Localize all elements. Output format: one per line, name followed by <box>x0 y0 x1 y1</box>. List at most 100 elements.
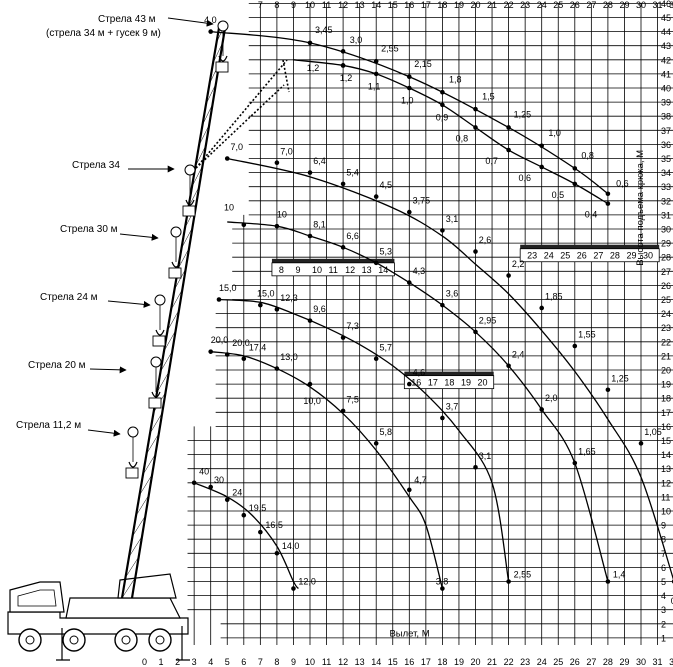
load-point <box>307 381 313 387</box>
point-labels: 4,03,453,02,552,151,81,51,251,00,80,61,2… <box>199 15 673 606</box>
crane-part <box>117 573 177 599</box>
y-tick: 40 <box>661 84 671 94</box>
crane-part <box>128 536 143 557</box>
boom-label: Стрела 20 м <box>28 360 86 371</box>
strip-label: 14 <box>378 265 388 275</box>
load-point-label: 16,5 <box>265 520 283 530</box>
hook-load-box <box>148 397 162 409</box>
load-point-label: 1,55 <box>578 330 596 340</box>
load-point <box>440 302 445 308</box>
load-point-label: 1,4 <box>613 569 626 579</box>
y-tick: 13 <box>661 464 671 474</box>
load-point <box>274 307 280 312</box>
load-point-label: 4,7 <box>414 475 427 485</box>
y-tick: 10 <box>661 507 671 517</box>
crane-part <box>170 289 183 311</box>
load-point-label: 4,6 <box>413 368 426 378</box>
x-tick-bottom: 4 <box>208 657 213 667</box>
strip-bar <box>404 371 494 376</box>
load-point-label: 0,5 <box>552 190 565 200</box>
x-tick-top: 15 <box>388 0 398 10</box>
load-point-label: 6,6 <box>346 231 359 241</box>
load-point-label: 14,0 <box>282 541 300 551</box>
y-tick: 38 <box>661 112 671 122</box>
x-tick-bottom: 23 <box>520 657 530 667</box>
load-point-label: 3,0 <box>350 35 363 45</box>
load-point <box>274 366 280 371</box>
boom-arrow <box>107 300 151 308</box>
load-point <box>473 106 478 112</box>
load-point-label: 1,0 <box>401 96 414 106</box>
load-point <box>572 181 578 187</box>
y-tick: 1 <box>661 633 666 643</box>
x-tick-top: 26 <box>570 0 580 10</box>
load-point <box>407 487 412 493</box>
load-point-label: 0,8 <box>456 134 469 144</box>
load-point <box>307 318 313 323</box>
load-point <box>307 233 313 239</box>
boom-head-pulley <box>150 356 162 368</box>
load-point-label: 1,2 <box>340 73 353 83</box>
load-point-label: 5,4 <box>346 167 359 177</box>
strip-box <box>519 248 660 263</box>
x-tick-bottom: 8 <box>274 657 279 667</box>
crane-part <box>155 329 165 336</box>
x-tick-top: 7 <box>258 0 263 10</box>
strip-label: 9 <box>295 265 300 275</box>
x-tick-top: 9 <box>291 0 296 10</box>
load-point-label: 5,8 <box>380 427 393 437</box>
load-point <box>473 329 478 335</box>
load-point-label: 0,4 <box>585 210 598 220</box>
load-point-label: 15,0 <box>257 289 275 299</box>
load-point <box>340 335 346 340</box>
x-tick-bottom: 15 <box>388 657 398 667</box>
load-point-label: 0,7 <box>485 156 498 166</box>
load-point <box>473 125 478 130</box>
y-tick: 45 <box>661 13 671 23</box>
x-tick-bottom: 28 <box>603 657 613 667</box>
load-point <box>638 441 644 446</box>
load-curve-6 <box>193 482 299 589</box>
crane-part <box>163 330 176 352</box>
boom-label: Стрела 24 м <box>40 292 98 303</box>
strip-label: 17 <box>428 378 438 388</box>
crane-wheel-hub <box>69 635 79 645</box>
load-point <box>572 166 578 171</box>
y-tick: 28 <box>661 253 671 263</box>
x-tick-top: 18 <box>437 0 447 10</box>
load-point-label: 1,8 <box>449 74 462 84</box>
strip-label: 19 <box>461 378 471 388</box>
hook-load-box <box>182 205 196 217</box>
load-point-label: 7,5 <box>346 394 359 404</box>
load-point <box>373 441 379 446</box>
y-tick: 26 <box>661 281 671 291</box>
y-tick: 24 <box>661 309 671 319</box>
x-tick-bottom: 3 <box>192 657 197 667</box>
boom-arrow <box>119 233 159 241</box>
strip-label: 23 <box>527 251 537 261</box>
load-point <box>216 297 222 302</box>
boom-label: Стрела 30 м <box>60 224 118 235</box>
x-tick-top: 17 <box>421 0 431 10</box>
x-tick-top: 30 <box>636 0 646 10</box>
x-tick-bottom: 29 <box>619 657 629 667</box>
load-point <box>605 191 611 197</box>
crane-illustration <box>7 20 290 661</box>
x-tick-bottom: 20 <box>470 657 480 667</box>
y-tick: 2 <box>661 619 666 629</box>
x-tick-bottom: 2 <box>175 657 180 667</box>
load-point-label: 10 <box>224 203 234 213</box>
y-tick: 4 <box>661 591 666 601</box>
load-point <box>605 387 611 393</box>
crane-part <box>135 495 149 516</box>
load-point-label: 3,6 <box>446 289 459 299</box>
y-tick: 34 <box>661 168 671 178</box>
load-point <box>440 586 445 591</box>
y-tick: 33 <box>661 182 671 192</box>
load-point-label: 1,5 <box>482 91 495 101</box>
x-tick-top: 25 <box>553 0 563 10</box>
load-point-label: 2,4 <box>512 349 525 359</box>
load-point-label: 7,0 <box>280 146 293 156</box>
load-point <box>340 63 346 68</box>
x-tick-bottom: 13 <box>355 657 365 667</box>
